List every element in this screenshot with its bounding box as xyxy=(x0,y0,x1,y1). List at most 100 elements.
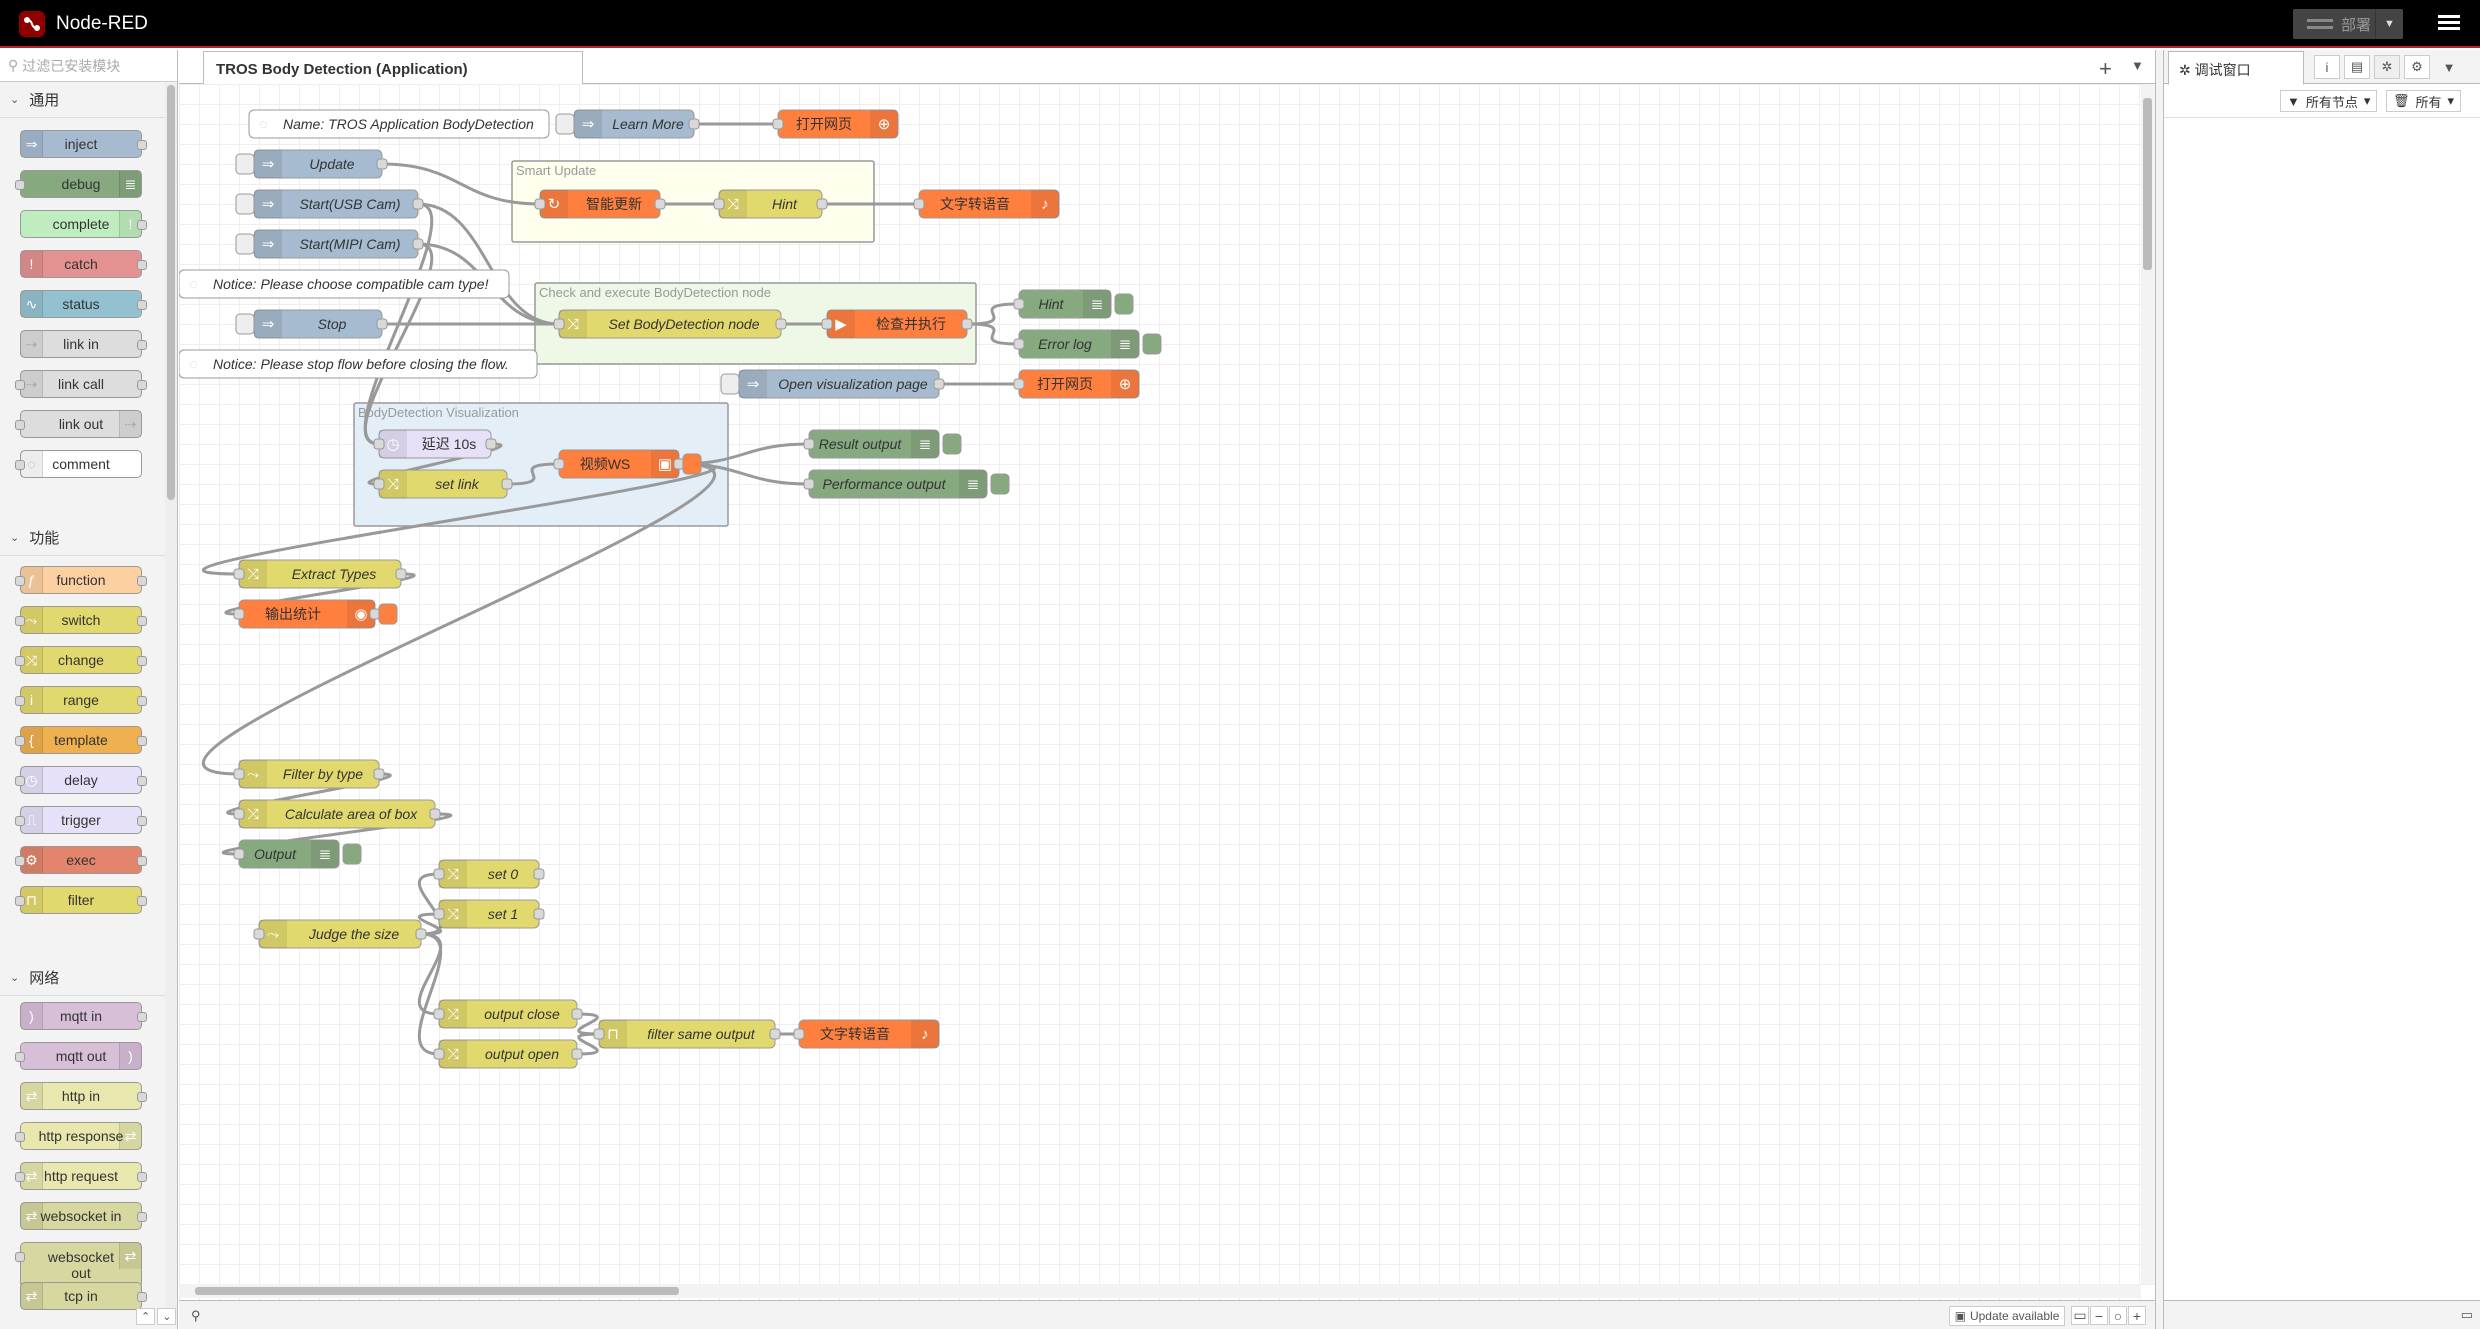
palette-node-link-out[interactable]: ⇢link out xyxy=(15,410,142,438)
flow-node-exec[interactable]: ▶检查并执行 xyxy=(821,309,973,339)
palette-scrollbar[interactable] xyxy=(165,83,177,1323)
flow-wire[interactable] xyxy=(417,912,443,936)
flow-wire[interactable] xyxy=(576,1032,600,1056)
palette-node-status[interactable]: ∿status xyxy=(20,290,147,318)
flow-node-tts[interactable]: ♪文字转语音 xyxy=(913,189,1060,219)
navigator-button[interactable]: ▭ xyxy=(2071,1306,2089,1325)
debug-toggle-button[interactable] xyxy=(342,843,362,865)
flow-node-switch[interactable]: ⤳Judge the size xyxy=(253,919,427,949)
flow-wire[interactable] xyxy=(417,872,443,936)
palette-node-switch[interactable]: ⤳switch xyxy=(15,606,147,634)
node-toggle-button[interactable] xyxy=(682,453,702,475)
debug-toggle-button[interactable] xyxy=(1114,293,1134,315)
flow-node-inject[interactable]: ⇒Start(MIPI Cam) xyxy=(235,229,424,259)
flow-node-debug[interactable]: ≣Result output xyxy=(803,429,962,459)
popout-icon[interactable]: ▭ xyxy=(2460,1307,2473,1322)
palette-node-template[interactable]: {template xyxy=(15,726,147,754)
flow-node-change[interactable]: ⤨set 1 xyxy=(433,899,545,929)
palette-node-catch[interactable]: !catch xyxy=(20,250,147,278)
palette-node-inject[interactable]: ⇒inject xyxy=(20,130,147,158)
flow-node-inject[interactable]: ⇒Update xyxy=(235,149,388,179)
tab-flow[interactable]: TROS Body Detection (Application) xyxy=(203,51,583,85)
flow-wire[interactable] xyxy=(367,442,503,486)
flow-wire[interactable] xyxy=(224,572,416,616)
inject-button[interactable] xyxy=(235,153,255,175)
palette-node-http-request[interactable]: ⇄http request xyxy=(15,1162,147,1190)
palette-category-header[interactable]: ⌄通用 xyxy=(0,82,166,118)
zoom-reset-button[interactable]: ○ xyxy=(2109,1306,2127,1325)
palette-node-link-call[interactable]: ⇢link call xyxy=(15,370,147,398)
flow-node-inject[interactable]: ⇒Stop xyxy=(235,309,388,339)
sidebar-separator[interactable] xyxy=(2155,50,2163,1329)
deploy-menu-button[interactable]: ▼ xyxy=(2375,9,2403,39)
palette-node-tcp-in[interactable]: ⇄tcp in xyxy=(20,1282,147,1310)
flow-list-button[interactable]: ▼ xyxy=(2131,58,2144,73)
canvas-horizontal-scrollbar[interactable] xyxy=(179,1284,2141,1298)
gear-icon[interactable]: ⚙ xyxy=(2404,55,2430,79)
flow-node-debug[interactable]: ≣Performance output xyxy=(803,469,1010,499)
inject-button[interactable] xyxy=(235,233,255,255)
flow-node-filter[interactable]: ⊓filter same output xyxy=(593,1019,781,1049)
debug-bug-icon[interactable]: ✲ xyxy=(2374,55,2400,79)
clear-debug-select[interactable]: 🗑所有▾ xyxy=(2386,90,2462,112)
palette-node-websocket-out[interactable]: ⇄websocket out xyxy=(15,1242,142,1288)
palette-node-http-response[interactable]: ⇄http response xyxy=(15,1122,142,1150)
palette-node-change[interactable]: ⤨change xyxy=(15,646,147,674)
palette-node-filter[interactable]: ⊓filter xyxy=(15,886,147,914)
palette-node-comment[interactable]: ◌comment xyxy=(15,450,142,478)
flow-node-inject[interactable]: ⇒Start(USB Cam) xyxy=(235,189,424,219)
flow-node-debug[interactable]: ≣Output xyxy=(233,839,362,869)
flow-wire[interactable] xyxy=(506,462,560,486)
inject-button[interactable] xyxy=(235,193,255,215)
palette-node-mqtt-out[interactable]: )mqtt out xyxy=(15,1042,142,1070)
palette-node-link-in[interactable]: ⇢link in xyxy=(20,330,147,358)
flow-node-inject[interactable]: ⇒Open visualization page xyxy=(720,369,945,399)
palette-node-websocket-in[interactable]: ⇄websocket in xyxy=(20,1202,147,1230)
flow-node-tts[interactable]: ♪文字转语音 xyxy=(793,1019,940,1049)
flow-node-video[interactable]: ▣视频WS xyxy=(553,449,702,479)
palette-node-trigger[interactable]: ⎍trigger xyxy=(15,806,147,834)
flow-wire[interactable] xyxy=(202,462,716,776)
palette-node-mqtt-in[interactable]: )mqtt in xyxy=(20,1002,147,1030)
flow-node-debug[interactable]: ≣Hint xyxy=(1013,289,1134,319)
node-toggle-button[interactable] xyxy=(378,603,398,625)
flow-wire[interactable] xyxy=(417,932,443,1056)
info-icon[interactable]: i xyxy=(2314,55,2340,79)
book-icon[interactable]: ▤ xyxy=(2344,55,2370,79)
flow-node-debug[interactable]: ≣Error log xyxy=(1013,329,1162,359)
inject-button[interactable] xyxy=(235,313,255,335)
flow-node-change[interactable]: ⤨Set BodyDetection node xyxy=(553,309,787,339)
palette-category-header[interactable]: ⌄功能 xyxy=(0,520,166,556)
tab-debug[interactable]: ✲ 调试窗口 xyxy=(2168,51,2304,85)
flow-node-comment[interactable]: ◌Name: TROS Application BodyDetection xyxy=(248,109,550,139)
add-flow-button[interactable]: + xyxy=(2099,56,2112,81)
deploy-button[interactable]: 部署 ▼ xyxy=(2293,9,2403,39)
palette-node-delay[interactable]: ◷delay xyxy=(15,766,147,794)
flow-node-change[interactable]: ⤨set link xyxy=(373,469,513,499)
palette-search-input[interactable]: ⚲ 过滤已安装模块 xyxy=(0,50,177,82)
debug-toggle-button[interactable] xyxy=(1142,333,1162,355)
flow-wire[interactable] xyxy=(221,812,453,856)
sidebar-menu-chevron-icon[interactable]: ▼ xyxy=(2442,59,2456,75)
flow-node-change[interactable]: ⤨Calculate area of box xyxy=(233,799,441,829)
flow-node-stats[interactable]: ◉输出统计 xyxy=(233,599,398,629)
palette-node-http-in[interactable]: ⇄http in xyxy=(20,1082,147,1110)
zoom-in-button[interactable]: + xyxy=(2128,1306,2146,1325)
flow-wire[interactable] xyxy=(966,302,1020,326)
flow-wire[interactable] xyxy=(381,162,541,206)
canvas-vertical-scrollbar[interactable] xyxy=(2141,84,2155,1284)
filter-nodes-select[interactable]: ▼所有节点▾ xyxy=(2280,90,2378,112)
palette-collapse-buttons[interactable]: ⌃⌄ xyxy=(136,1308,177,1325)
flow-node-change[interactable]: ⤨Hint xyxy=(713,189,828,219)
flow-node-update[interactable]: ↻智能更新 xyxy=(534,189,666,219)
inject-button[interactable] xyxy=(555,113,575,135)
update-available-button[interactable]: ▣Update available xyxy=(1949,1306,2065,1326)
flow-node-switch[interactable]: ⤳Filter by type xyxy=(233,759,385,789)
flow-node-change[interactable]: ⤨set 0 xyxy=(433,859,545,889)
flow-search-icon[interactable]: ⚲ xyxy=(191,1308,201,1323)
main-menu-button[interactable] xyxy=(2438,12,2460,34)
palette-node-complete[interactable]: !complete xyxy=(20,210,147,238)
palette-category-header[interactable]: ⌄网络 xyxy=(0,960,166,996)
